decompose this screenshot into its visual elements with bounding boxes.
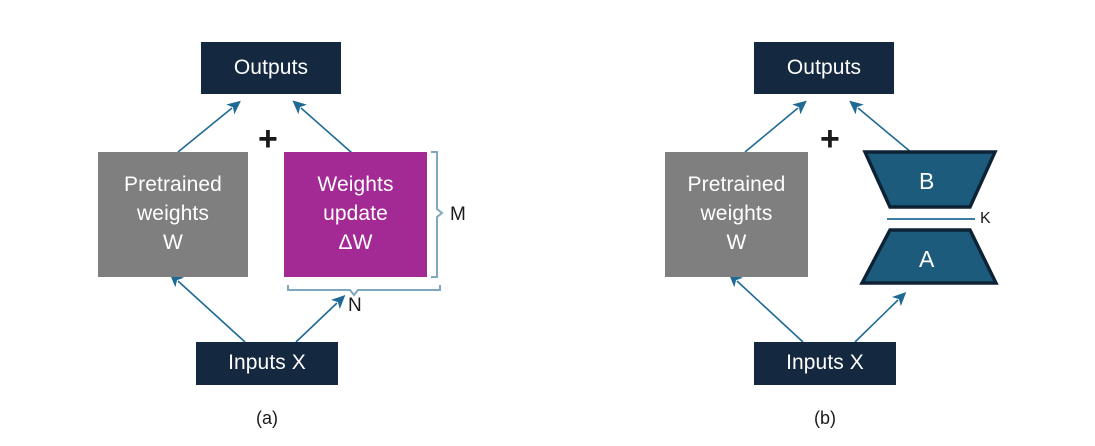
update-line-3: ΔW: [338, 230, 373, 254]
panel-b-outputs-box[interactable]: Outputs: [754, 42, 894, 94]
panel-a-weights-update-label: Weights update ΔW: [317, 171, 393, 258]
pretrained-line-1: Pretrained: [124, 173, 222, 197]
panel-a-plus-symbol: +: [258, 120, 278, 158]
panel-b-dim-k-label: K: [980, 210, 991, 227]
update-line-1: Weights: [317, 173, 394, 197]
panel-a-outputs-box[interactable]: Outputs: [201, 42, 341, 94]
pretrained-line-2: weights: [700, 202, 773, 226]
panel-b-caption: (b): [814, 408, 836, 428]
panel-a-weights-update-box[interactable]: Weights update ΔW: [284, 152, 427, 277]
pretrained-line-3: W: [163, 230, 183, 254]
update-line-2: update: [323, 202, 388, 226]
panel-a-dim-n-label: N: [348, 295, 362, 316]
panel-b-trapezoid-a-label: A: [919, 246, 935, 272]
panel-a-caption: (a): [256, 408, 278, 428]
panel-a-dim-m-label: M: [450, 204, 466, 225]
panel-b-outputs-label: Outputs: [786, 55, 862, 79]
panel-b: Outputs Pretrained weights W + B A K Inp…: [548, 0, 1095, 446]
panel-b-inputs-label: Inputs X: [786, 351, 864, 375]
panel-a-outputs-label: Outputs: [233, 55, 309, 79]
panel-a: Outputs Pretrained weights W Weights upd…: [0, 0, 547, 446]
panel-b-plus-symbol: +: [820, 120, 840, 158]
panel-a-inputs-box[interactable]: Inputs X: [196, 342, 338, 385]
pretrained-line-3: W: [726, 230, 747, 254]
panel-a-pretrained-weights-box[interactable]: Pretrained weights W: [98, 152, 248, 277]
panel-a-pretrained-weights-label: Pretrained weights W: [124, 171, 222, 258]
panel-a-inputs-label: Inputs X: [228, 351, 306, 375]
panel-b-pretrained-weights-box[interactable]: Pretrained weights W: [665, 152, 808, 277]
pretrained-line-1: Pretrained: [687, 173, 786, 197]
panel-b-pretrained-weights-label: Pretrained weights W: [688, 171, 786, 258]
pretrained-line-2: weights: [137, 202, 209, 226]
panel-b-inputs-box[interactable]: Inputs X: [754, 342, 896, 385]
panel-b-trapezoid-b-label: B: [919, 168, 935, 194]
